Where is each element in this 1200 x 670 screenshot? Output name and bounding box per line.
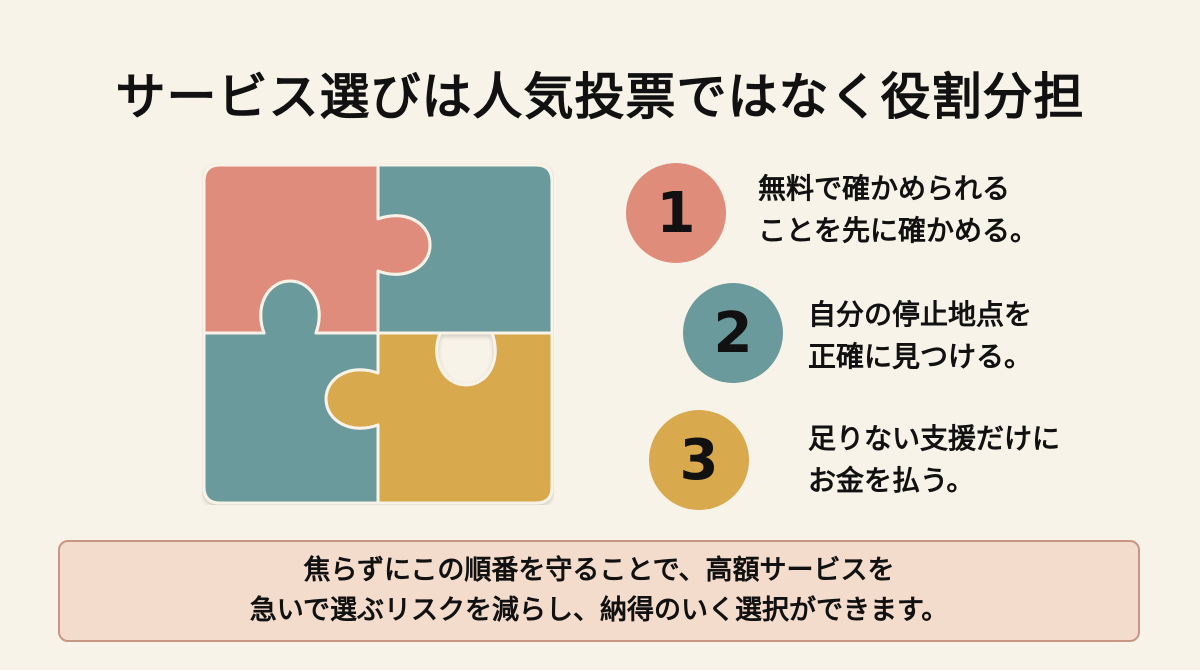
step-3-number: 3	[679, 427, 719, 493]
step-2-line-1: 自分の停止地点を	[808, 298, 1033, 331]
step-3-badge: 3	[649, 410, 749, 510]
page-title: サービス選びは人気投票ではなく役割分担	[115, 68, 1085, 126]
step-1-badge: 1	[626, 163, 726, 263]
puzzle-icon	[202, 163, 554, 505]
summary-line-2: 急いで選ぶリスクを減らし、納得のいく選択ができます。	[249, 595, 949, 626]
step-2-number: 2	[713, 300, 753, 366]
step-1-line-1: 無料で確かめられる	[758, 172, 1011, 205]
step-2-text: 自分の停止地点を 正確に見つける。	[808, 294, 1128, 378]
step-2-badge: 2	[683, 283, 783, 383]
step-1-line-2: ことを先に確かめる。	[758, 214, 1039, 247]
step-3-text: 足りない支援だけに お金を払う。	[808, 418, 1128, 502]
step-1-number: 1	[656, 180, 696, 246]
summary-line-1: 焦らずにこの順番を守ることで、高額サービスを	[303, 555, 895, 586]
summary-box: 焦らずにこの順番を守ることで、高額サービスを 急いで選ぶリスクを減らし、納得のい…	[58, 540, 1140, 642]
step-3-line-2: お金を払う。	[808, 464, 975, 497]
step-2-line-2: 正確に見つける。	[808, 340, 1033, 373]
step-1-text: 無料で確かめられる ことを先に確かめる。	[758, 168, 1078, 252]
puzzle-piece-top-left	[202, 163, 432, 335]
step-3-line-1: 足りない支援だけに	[808, 422, 1061, 455]
